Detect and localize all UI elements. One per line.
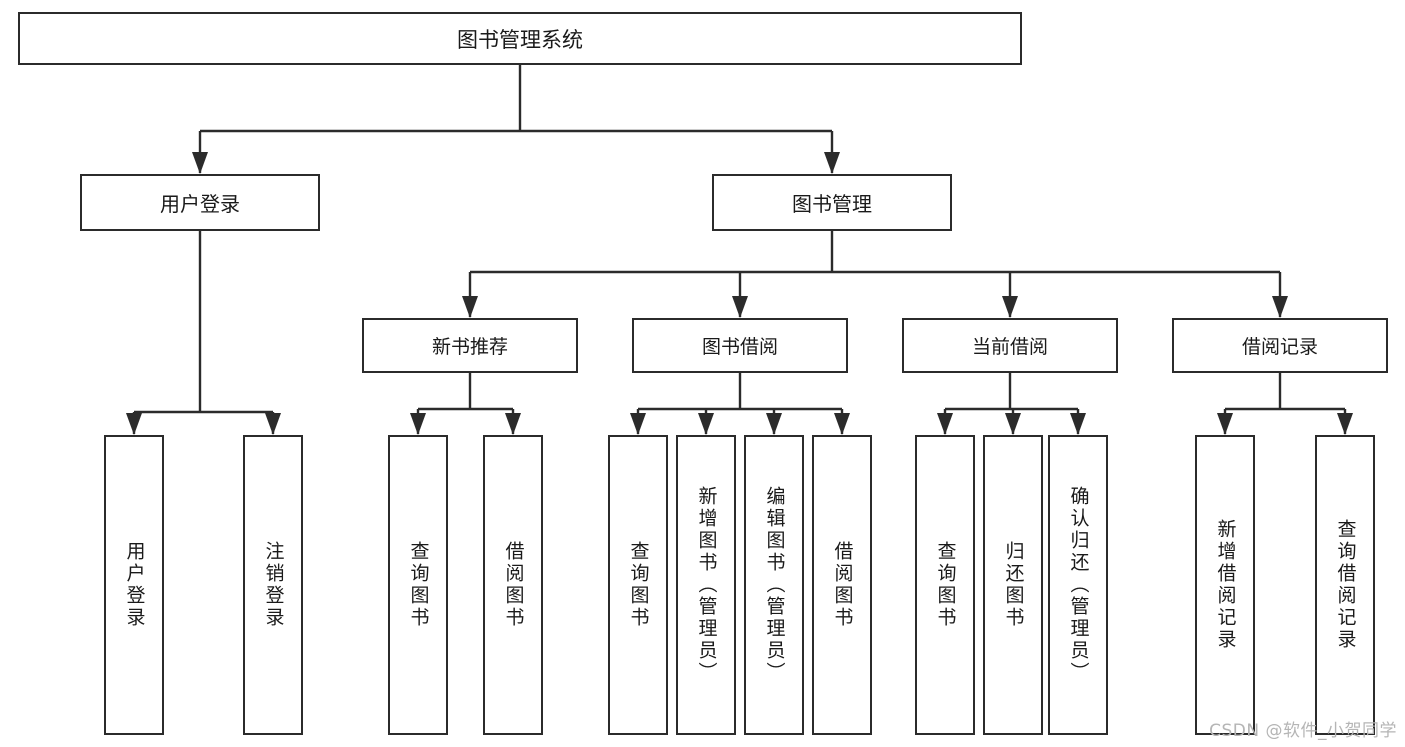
leaf-edit-book-admin[interactable]: 编辑图书（管理员）	[744, 435, 804, 735]
leaf-query-borrow-record[interactable]: 查询借阅记录	[1315, 435, 1375, 735]
leaf-user-login[interactable]: 用户登录	[104, 435, 164, 735]
leaf-confirm-return-admin-label: 确认归还（管理员）	[1067, 486, 1090, 684]
leaf-confirm-return-admin[interactable]: 确认归还（管理员）	[1048, 435, 1108, 735]
node-current-borrowing[interactable]: 当前借阅	[902, 318, 1118, 373]
leaf-edit-book-admin-label: 编辑图书（管理员）	[763, 486, 786, 684]
node-borrowing-record[interactable]: 借阅记录	[1172, 318, 1388, 373]
leaf-query-book-b-label: 查询图书	[627, 541, 650, 629]
leaf-return-book-label: 归还图书	[1002, 541, 1025, 629]
leaf-query-book-b[interactable]: 查询图书	[608, 435, 668, 735]
node-borrowing-record-label: 借阅记录	[1241, 336, 1318, 358]
node-new-book-recommendation[interactable]: 新书推荐	[362, 318, 578, 373]
node-user-login-label: 用户登录	[160, 192, 240, 216]
leaf-add-book-admin-label: 新增图书（管理员）	[695, 486, 718, 684]
leaf-add-borrow-record[interactable]: 新增借阅记录	[1195, 435, 1255, 735]
leaf-borrow-book-b[interactable]: 借阅图书	[812, 435, 872, 735]
leaf-borrow-book-b-label: 借阅图书	[831, 541, 854, 629]
leaf-query-book-c[interactable]: 查询图书	[915, 435, 975, 735]
leaf-return-book[interactable]: 归还图书	[983, 435, 1043, 735]
leaf-add-borrow-record-label: 新增借阅记录	[1214, 519, 1237, 651]
node-root[interactable]: 图书管理系统	[18, 12, 1022, 65]
node-current-borrowing-label: 当前借阅	[971, 336, 1048, 358]
node-new-book-recommendation-label: 新书推荐	[431, 336, 508, 358]
leaf-query-borrow-record-label: 查询借阅记录	[1334, 519, 1357, 651]
leaf-query-book-a-label: 查询图书	[407, 541, 430, 629]
leaf-borrow-book-a-label: 借阅图书	[502, 541, 525, 629]
node-root-label: 图书管理系统	[457, 27, 583, 52]
leaf-query-book-c-label: 查询图书	[934, 541, 957, 629]
csdn-watermark: CSDN @软件_小贺同学	[1209, 721, 1397, 741]
node-book-borrowing[interactable]: 图书借阅	[632, 318, 848, 373]
node-book-borrowing-label: 图书借阅	[701, 336, 778, 358]
leaf-add-book-admin[interactable]: 新增图书（管理员）	[676, 435, 736, 735]
leaf-logout-label: 注销登录	[262, 541, 285, 629]
node-book-management[interactable]: 图书管理	[712, 174, 952, 231]
node-user-login[interactable]: 用户登录	[80, 174, 320, 231]
leaf-logout[interactable]: 注销登录	[243, 435, 303, 735]
leaf-user-login-label: 用户登录	[123, 541, 146, 629]
node-book-management-label: 图书管理	[792, 192, 872, 216]
leaf-query-book-a[interactable]: 查询图书	[388, 435, 448, 735]
leaf-borrow-book-a[interactable]: 借阅图书	[483, 435, 543, 735]
